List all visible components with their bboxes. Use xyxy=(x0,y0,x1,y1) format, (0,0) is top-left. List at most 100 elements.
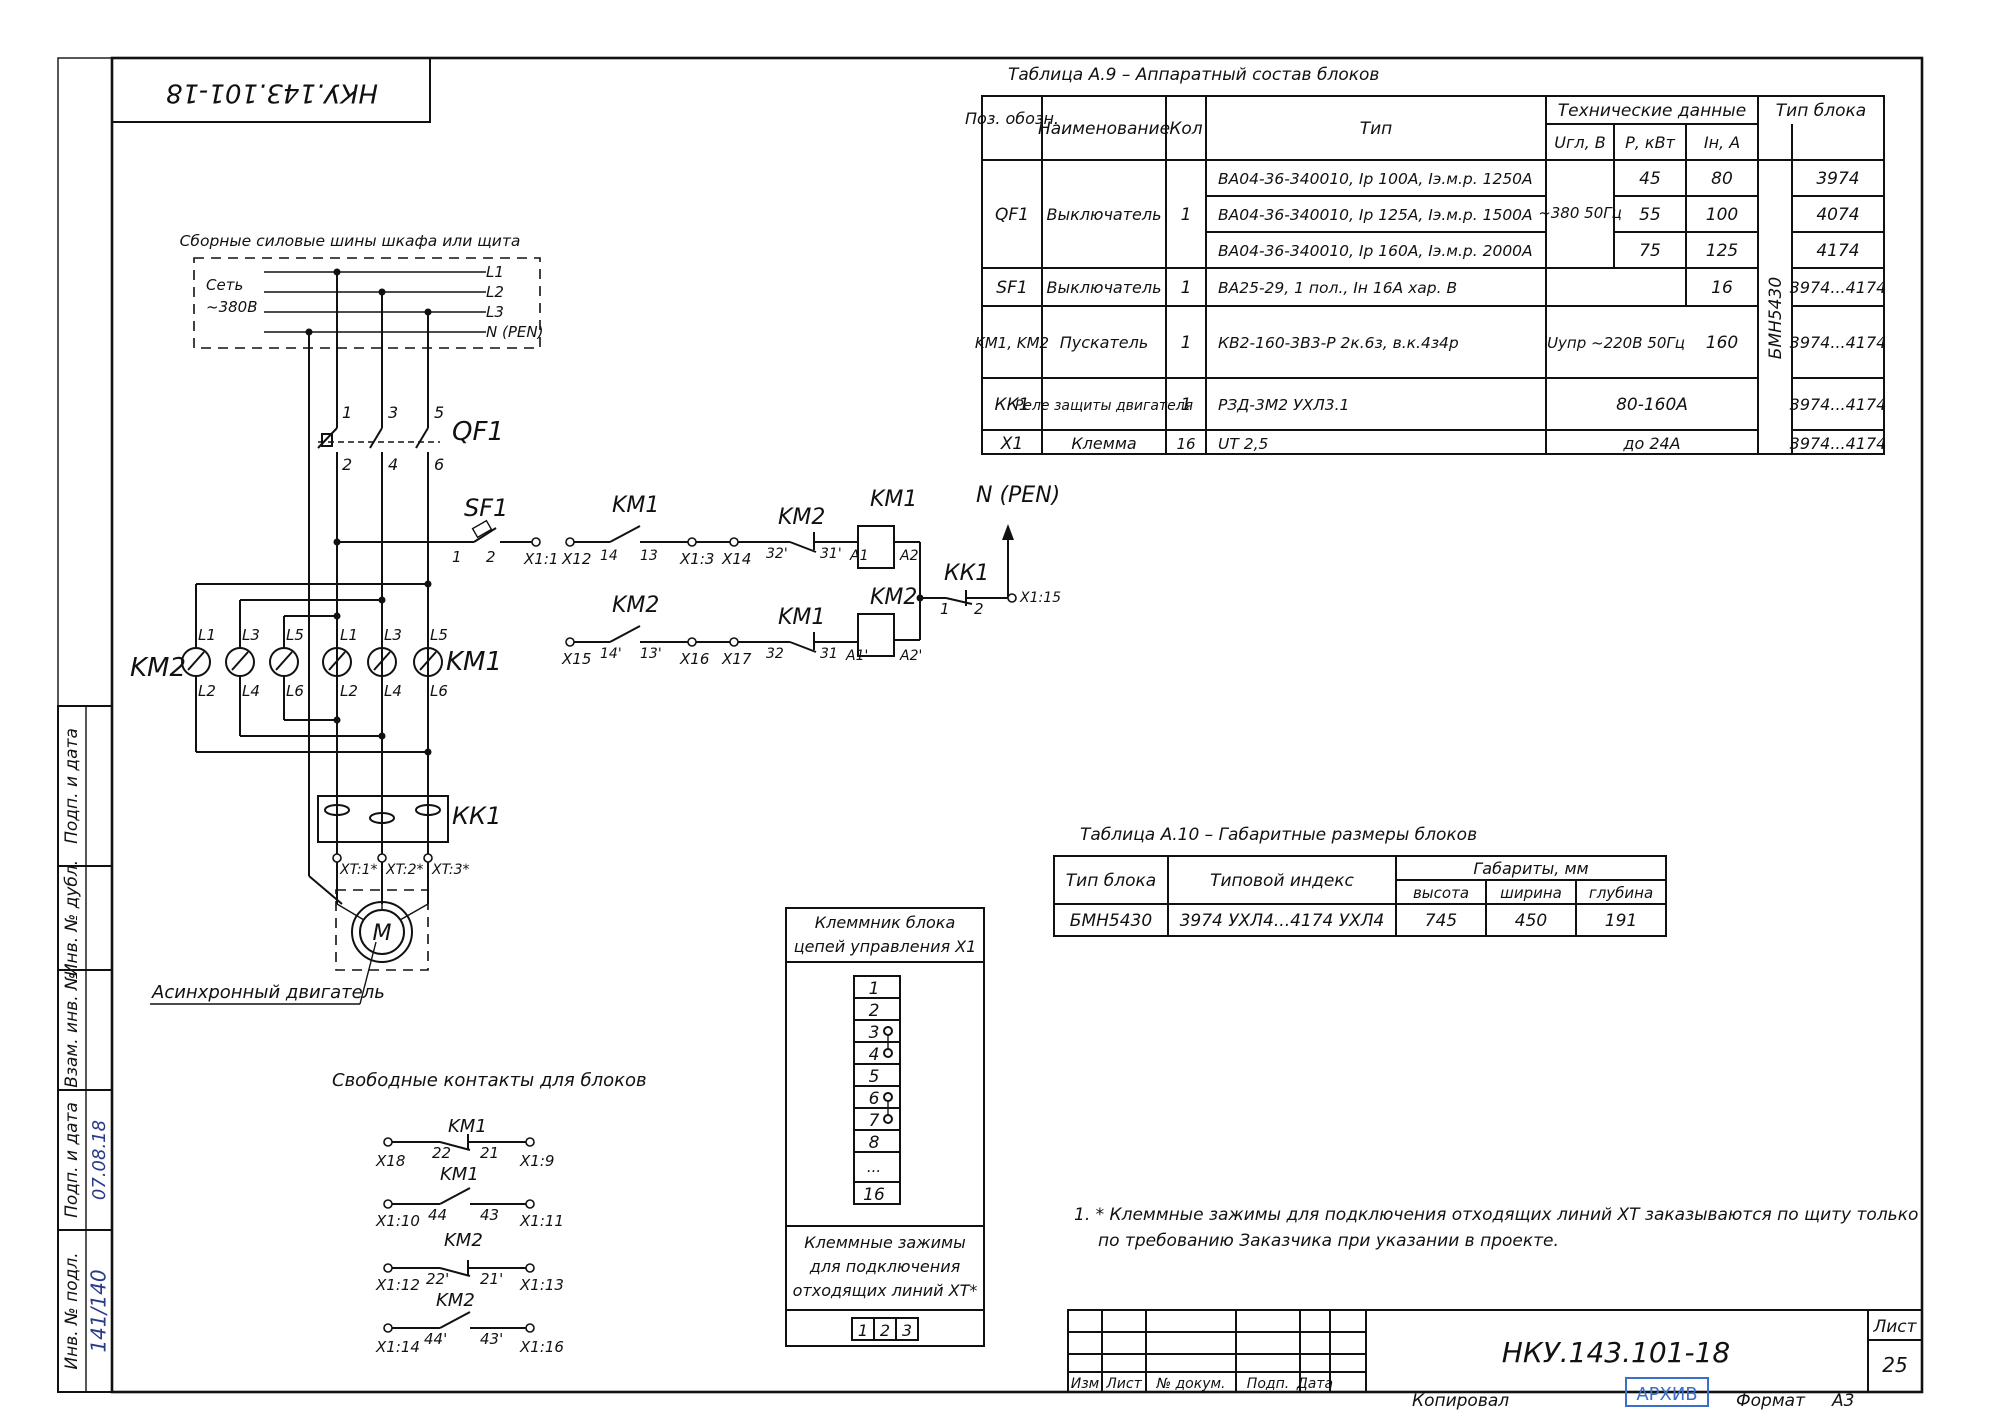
km1-in-l1: L1 xyxy=(340,626,358,644)
tb-copied: Копировал xyxy=(1412,1391,1509,1411)
a9-sf1-qty: 1 xyxy=(1181,278,1192,298)
ctl-r1-km1: KM1 xyxy=(612,493,659,518)
mirrored-doc-code: НКУ.143.101-18 xyxy=(166,78,378,108)
ctl-kk1: КК1 xyxy=(944,561,989,586)
a9-h-name: Наименование xyxy=(1038,119,1170,139)
fc1-left: X18 xyxy=(375,1152,405,1170)
x1-cell-3: 3 xyxy=(869,1023,880,1043)
a9-sf1-block: 3974...4174 xyxy=(1790,278,1887,297)
tb-col-doc: № докум. xyxy=(1155,1376,1225,1392)
x1-cell-16: 16 xyxy=(863,1185,885,1205)
km2-in-l3: L3 xyxy=(242,626,260,644)
fc4-name: KM2 xyxy=(436,1290,475,1311)
footnote: 1. * Клеммные зажимы для подключения отх… xyxy=(1074,1205,1918,1251)
sf1-pin-2: 2 xyxy=(486,548,496,566)
a9-x1-name: Клемма xyxy=(1071,434,1136,453)
x1-cell-5: 5 xyxy=(869,1067,880,1087)
a9-h-block: Тип блока xyxy=(1776,101,1866,121)
strip-label-replace-inv: Взам. инв. № xyxy=(62,972,82,1087)
xt2-label: XT:2* xyxy=(385,862,423,878)
fc4-b: 43' xyxy=(480,1330,503,1348)
fc2-name: KM1 xyxy=(440,1164,479,1185)
fc1-name: KM1 xyxy=(448,1116,487,1137)
a9-qf1-i-1: 80 xyxy=(1711,169,1733,189)
tb-col-izm: Изм xyxy=(1071,1376,1100,1392)
km1-in-l5: L5 xyxy=(430,626,448,644)
xt-cell-1: 1 xyxy=(858,1321,868,1340)
xt3-label: XT:3* xyxy=(431,862,469,878)
free-contact-km2-no: KM2 X1:14 44' 43' X1:16 xyxy=(375,1290,564,1356)
a9-kk1-tech: 80-160А xyxy=(1616,395,1688,415)
a9-sf1-name: Выключатель xyxy=(1046,278,1161,297)
km2-out-l6: L6 xyxy=(286,682,304,700)
a9-qf1-p-2: 55 xyxy=(1639,205,1661,225)
tb-col-date: Дата xyxy=(1296,1376,1333,1392)
ctl-x16: X16 xyxy=(679,650,709,668)
tb-format-label: Формат xyxy=(1736,1391,1806,1411)
x1-cell-dots: ... xyxy=(867,1158,881,1176)
a9-h-qty: Кол xyxy=(1169,119,1202,139)
x1-title-2: цепей управления Х1 xyxy=(794,937,977,956)
a9-qf1-u: ~380 50Гц xyxy=(1538,204,1622,222)
mirrored-code-box: НКУ.143.101-18 xyxy=(111,57,431,123)
ctl-r1-coil: KM1 xyxy=(870,487,917,512)
sf1-pin-1: 1 xyxy=(452,548,462,566)
table-a9-title: Таблица А.9 – Аппаратный состав блоков xyxy=(1008,65,1379,85)
free-contacts: Свободные контакты для блоков KM1 X18 22… xyxy=(332,1070,647,1356)
a10-h-height: высота xyxy=(1413,884,1469,902)
ctl-x17: X17 xyxy=(721,650,752,668)
km1-in-l3: L3 xyxy=(384,626,402,644)
xt1-label: XT:1* xyxy=(339,862,377,878)
xt-caption-2: для подключения xyxy=(809,1257,961,1276)
phase-l3: L3 xyxy=(486,303,504,321)
fc1-a: 22 xyxy=(432,1144,451,1162)
busbar-group: Сборные силовые шины шкафа или щита Сеть… xyxy=(180,232,543,349)
km2-in-l1: L1 xyxy=(198,626,216,644)
a9-km-type: КВ2-160-3В3-Р 2к.6з, в.к.4з4р xyxy=(1218,334,1459,352)
xt-caption-3: отходящих линий ХТ* xyxy=(793,1281,978,1300)
x1-cell-4: 4 xyxy=(869,1045,880,1065)
strip-label-sign-date-1: Подп. и дата xyxy=(62,728,82,844)
table-a9: Таблица А.9 – Аппаратный состав блоков xyxy=(965,65,1887,455)
a10-h-block: Тип блока xyxy=(1066,871,1156,891)
a10-depth: 191 xyxy=(1605,911,1637,931)
x1-cell-2: 2 xyxy=(869,1001,880,1021)
a9-kk1-pos: КК1 xyxy=(995,395,1030,415)
a9-kk1-block: 3974...4174 xyxy=(1790,395,1887,414)
terminal-block-x1: Клеммник блока цепей управления Х1 1 2 3… xyxy=(785,907,985,1347)
a9-x1-type: UT 2,5 xyxy=(1218,435,1268,453)
km1-out-l6: L6 xyxy=(430,682,448,700)
a9-km-name: Пускатель xyxy=(1060,333,1149,352)
km2-power-contacts xyxy=(181,647,299,677)
fc3-a: 22' xyxy=(426,1270,449,1288)
note-line-1: 1. * Клеммные зажимы для подключения отх… xyxy=(1074,1205,1918,1225)
net-label: Сеть xyxy=(206,276,243,294)
x1-cell-1: 1 xyxy=(869,979,880,999)
a9-h-tech: Технические данные xyxy=(1558,101,1746,121)
tb-doc-code: НКУ.143.101-18 xyxy=(1502,1336,1730,1369)
fc3-name: KM2 xyxy=(444,1230,483,1251)
ctl-r2-p32: 32 xyxy=(766,646,784,662)
net-voltage: ~380В xyxy=(206,298,258,316)
x1-cell-7: 7 xyxy=(869,1111,880,1131)
a9-sf1-i: 16 xyxy=(1711,278,1733,298)
a10-h-dims: Габариты, мм xyxy=(1473,859,1588,878)
ctl-r2-km2: KM2 xyxy=(612,593,659,618)
ctl-x14: X14 xyxy=(721,550,751,568)
control-circuit: SF1 1 2 X1:1 X12 KM1 14 13 X1:3 X14 KM2 … xyxy=(452,483,1061,668)
a9-qf1-type-3: ВА04-36-340010, Iр 160А, Iэ.м.р. 2000А xyxy=(1218,242,1533,260)
a9-x1-tech: до 24А xyxy=(1622,434,1680,453)
qf1-pin-3: 3 xyxy=(388,403,398,422)
a9-km-pos: KM1, KM2 xyxy=(975,334,1049,352)
a10-height: 745 xyxy=(1425,911,1457,931)
tb-sheet-label: Лист xyxy=(1872,1317,1917,1337)
km1-power-contacts xyxy=(322,647,443,677)
ctl-r1-p14: 14 xyxy=(600,548,618,564)
sf1-label: SF1 xyxy=(464,494,508,522)
a9-kk1-qty: 1 xyxy=(1181,395,1192,415)
a9-h-p: Р, кВт xyxy=(1625,133,1675,152)
ctl-x13: X1:3 xyxy=(679,550,714,568)
a10-h-depth: глубина xyxy=(1589,884,1653,902)
km2-out-l2: L2 xyxy=(198,682,216,700)
x1-title-1: Клеммник блока xyxy=(815,913,956,932)
